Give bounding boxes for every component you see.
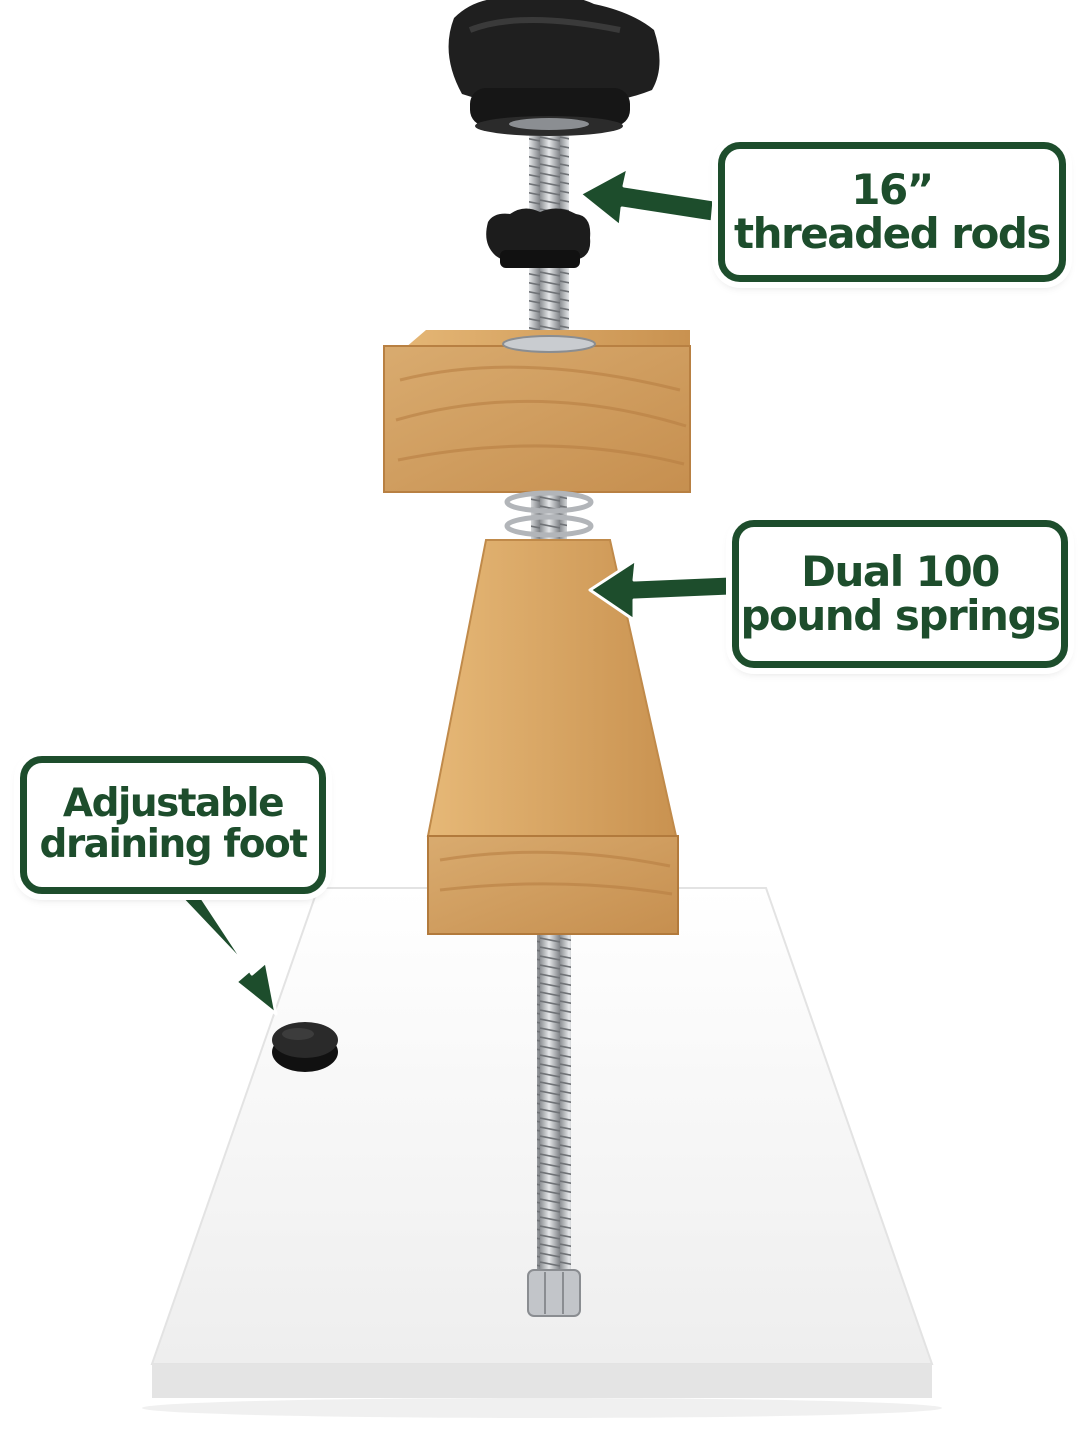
callout-rods-line1: 16” <box>851 164 934 214</box>
upper-wood-block <box>383 330 691 493</box>
callout-springs-line2: pound springs <box>740 591 1061 640</box>
lower-wood-block <box>426 539 679 935</box>
hex-nut <box>527 1269 581 1317</box>
callout-springs: Dual 100 pound springs <box>732 520 1068 668</box>
callout-foot-line1: Adjustable <box>62 781 285 827</box>
callout-foot-line2: draining foot <box>39 822 308 867</box>
callout-threaded-rods: 16” threaded rods <box>718 142 1066 282</box>
rear-knob <box>486 208 591 268</box>
draining-foot <box>272 1022 338 1072</box>
callout-draining-foot: Adjustable draining foot <box>20 756 326 894</box>
callout-rods-line2: threaded rods <box>734 209 1051 258</box>
callout-springs-line1: Dual 100 <box>801 546 1000 596</box>
arrow-icon <box>174 166 732 1016</box>
top-knob <box>448 0 660 136</box>
